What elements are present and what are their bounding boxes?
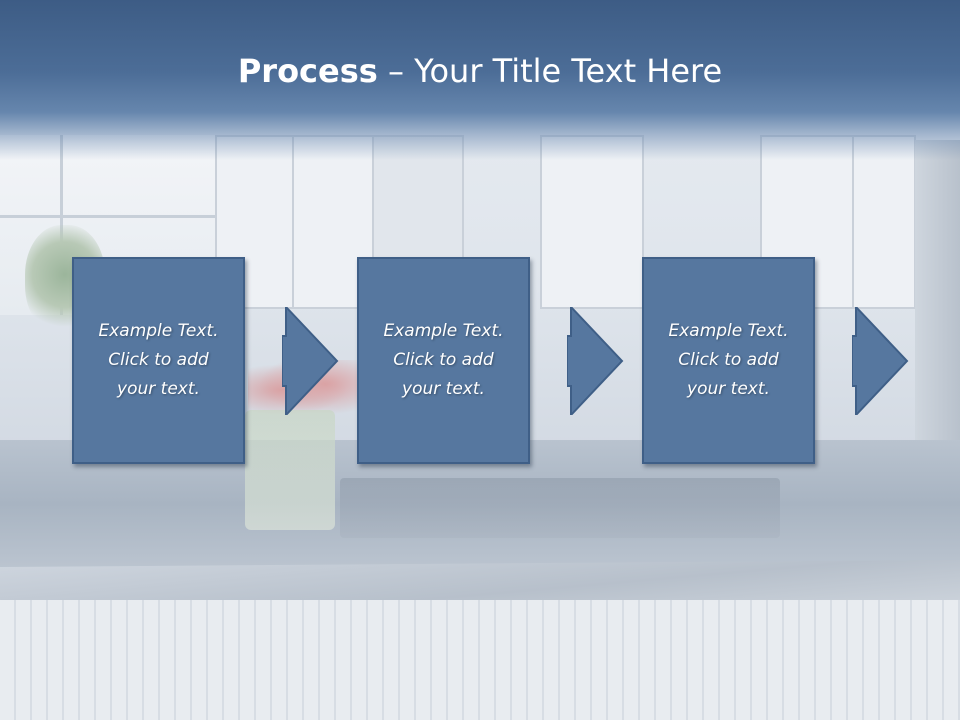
process-step-1[interactable]: Example Text. Click to add your text.: [72, 257, 245, 464]
step-3-text: Example Text. Click to add your text.: [668, 321, 789, 399]
title-bold: Process: [237, 52, 378, 90]
step-1-text: Example Text. Click to add your text.: [98, 321, 219, 399]
stove: [340, 478, 780, 538]
process-arrow-3: [852, 307, 909, 415]
step-2-text: Example Text. Click to add your text.: [383, 321, 504, 399]
slide-title[interactable]: Process – Your Title Text Here: [0, 52, 960, 90]
process-step-2[interactable]: Example Text. Click to add your text.: [357, 257, 530, 464]
title-rest: – Your Title Text Here: [377, 52, 723, 90]
cabinet: [540, 135, 644, 309]
kitchen-island: [0, 600, 960, 720]
title-bar: [0, 0, 960, 160]
vase: [245, 410, 335, 530]
cabinet: [852, 135, 916, 309]
process-arrow-1: [282, 307, 339, 415]
process-step-3[interactable]: Example Text. Click to add your text.: [642, 257, 815, 464]
process-arrow-2: [567, 307, 624, 415]
